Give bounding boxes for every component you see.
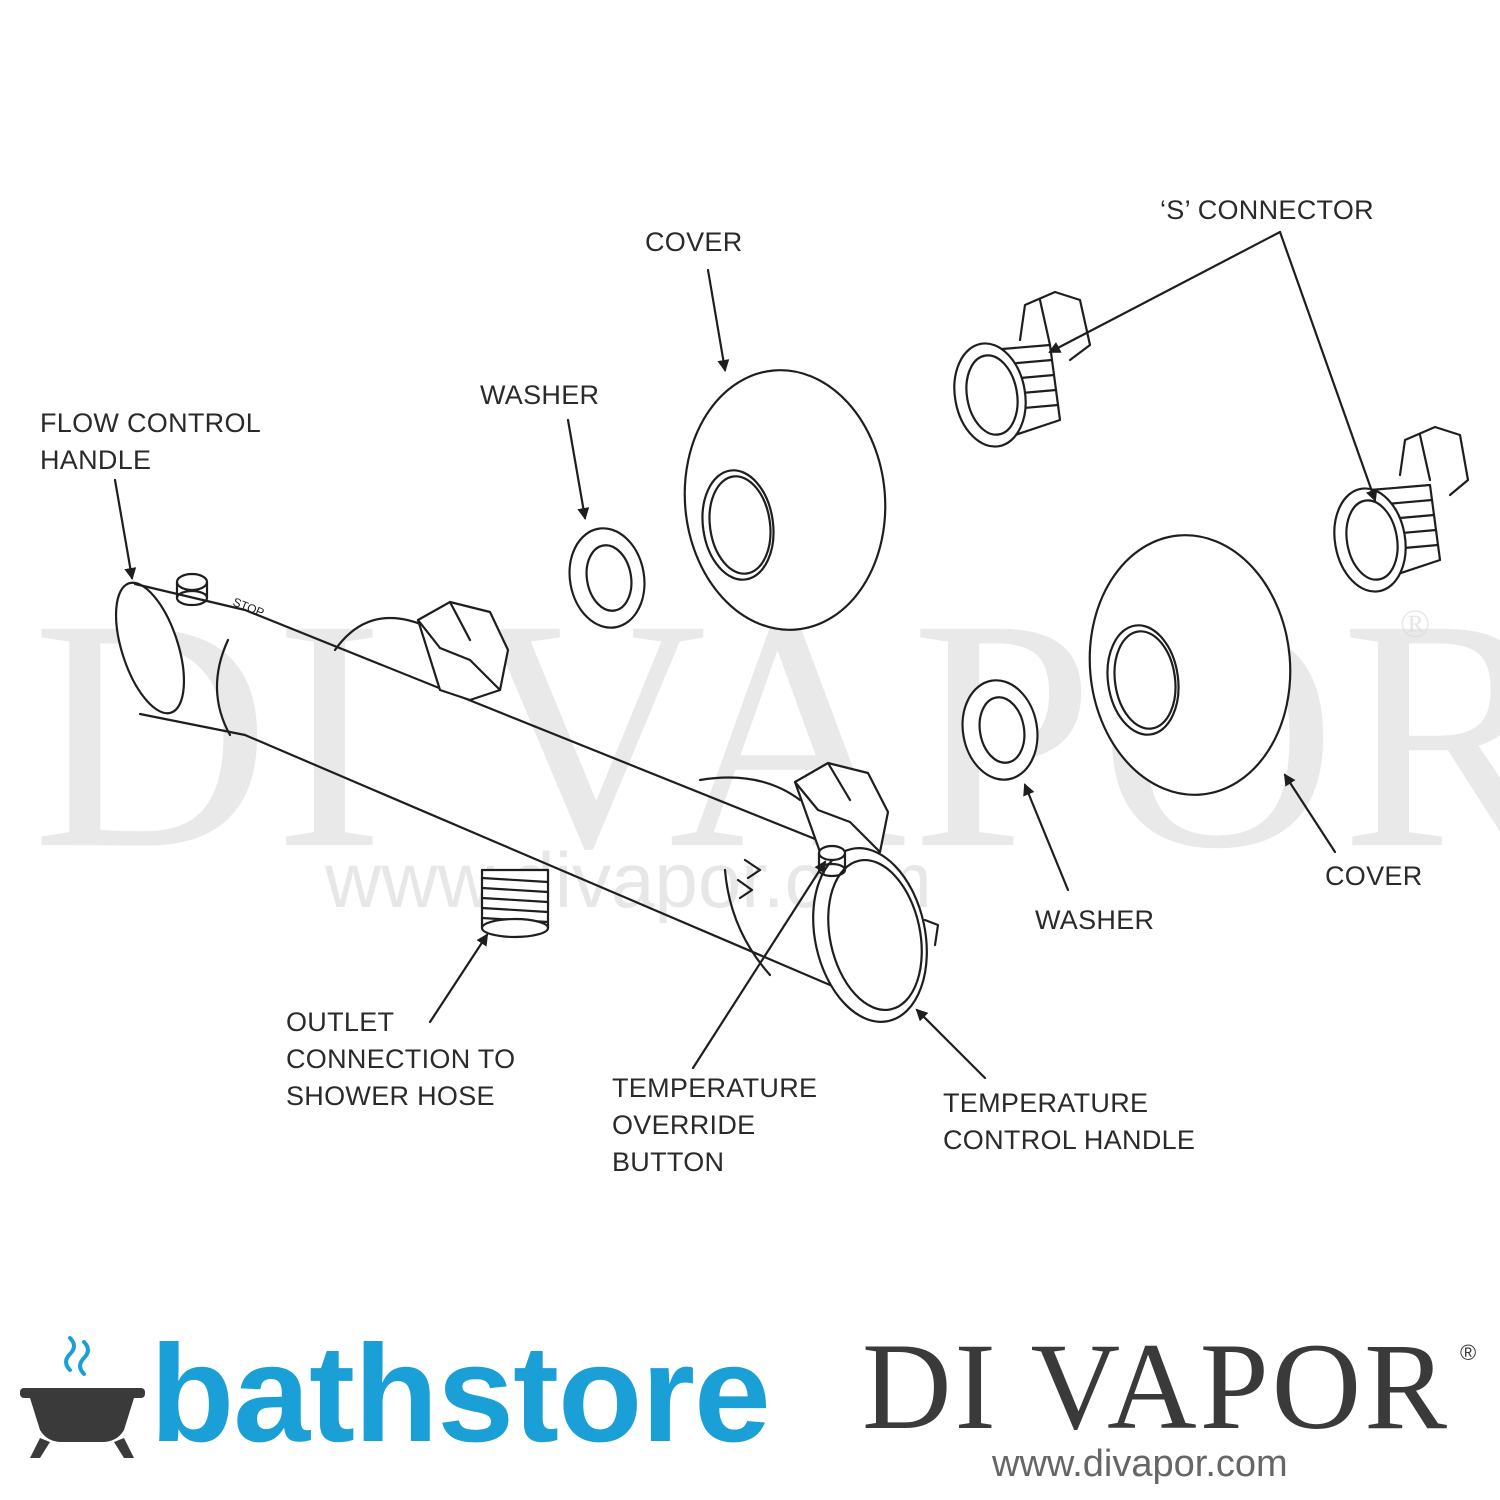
label-flow-control-line2: HANDLE	[40, 445, 152, 475]
cover-top	[683, 369, 887, 631]
label-washer-top: WASHER	[480, 380, 600, 410]
upper-inlet-hex-nut	[416, 600, 510, 702]
arrow-temp-control	[915, 1008, 987, 1080]
bathtub-icon	[20, 1336, 145, 1458]
label-temp-override-line2: OVERRIDE	[612, 1110, 756, 1140]
arrow-washer-right	[1023, 783, 1070, 892]
arrow-s-connector-upper	[1048, 230, 1282, 354]
washer-top	[568, 527, 646, 629]
outlet-threaded-connection	[480, 868, 550, 939]
label-temp-override-line3: BUTTON	[612, 1147, 725, 1177]
label-temp-control-line2: CONTROL HANDLE	[943, 1125, 1196, 1155]
s-connector-upper	[953, 290, 1092, 448]
watermark-registered-mark: ®	[1400, 601, 1431, 646]
temperature-control-handle	[736, 844, 940, 1023]
stop-marking: STOP	[231, 595, 266, 620]
divapor-logo: DI VAPOR	[862, 1318, 1450, 1455]
divapor-registered-mark: ®	[1460, 1340, 1477, 1365]
arrow-flow-control	[113, 478, 137, 580]
arrow-temp-override	[691, 860, 827, 1070]
leader-arrows	[113, 230, 1378, 1080]
label-outlet-line2: CONNECTION TO	[286, 1044, 516, 1074]
arrow-outlet	[428, 933, 489, 1024]
bathstore-logo: bathstore	[150, 1317, 771, 1471]
arrow-cover-top	[706, 268, 730, 372]
washer-right	[961, 679, 1039, 781]
arrow-washer-top	[566, 418, 590, 520]
label-s-connector: ‘S’ CONNECTOR	[1160, 195, 1374, 225]
label-washer-right: WASHER	[1035, 905, 1155, 935]
label-cover-top: COVER	[645, 227, 743, 257]
label-temp-control-line1: TEMPERATURE	[943, 1088, 1149, 1118]
label-cover-right: COVER	[1325, 861, 1423, 891]
label-temp-override-line1: TEMPERATURE	[612, 1073, 818, 1103]
label-outlet-line1: OUTLET	[286, 1007, 395, 1037]
arrow-s-connector-lower	[1278, 230, 1378, 502]
label-outlet-line3: SHOWER HOSE	[286, 1081, 495, 1111]
s-connector-lower	[1333, 425, 1470, 593]
divapor-url: www.divapor.com	[992, 1443, 1288, 1485]
arrow-cover-right	[1283, 773, 1337, 854]
label-flow-control-line1: FLOW CONTROL	[40, 408, 262, 438]
lower-inlet-hex-nut	[793, 761, 890, 866]
cover-right	[1088, 534, 1292, 796]
thermostatic-valve-body: STOP	[114, 572, 857, 987]
